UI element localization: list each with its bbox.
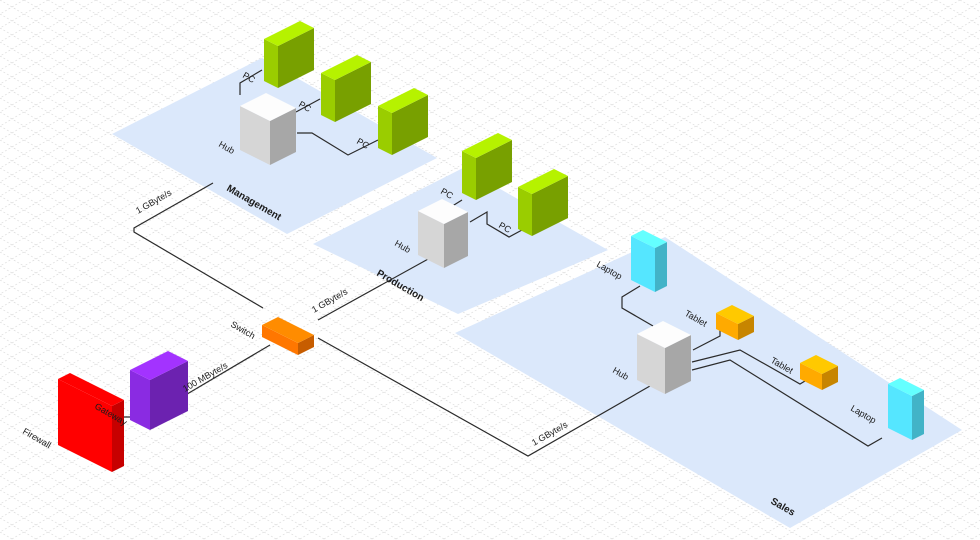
- firewall[interactable]: [58, 373, 124, 472]
- tablet-2[interactable]: [800, 355, 838, 390]
- pc-4[interactable]: [462, 133, 512, 200]
- pc-5[interactable]: [518, 169, 568, 236]
- hub-management[interactable]: [240, 93, 296, 165]
- laptop-1[interactable]: [631, 230, 667, 292]
- sales-zone: [455, 237, 962, 528]
- pc-1[interactable]: [264, 21, 314, 88]
- laptop-2[interactable]: [888, 378, 924, 440]
- pc-3[interactable]: [378, 88, 428, 155]
- tablet-1[interactable]: [716, 305, 754, 340]
- gateway[interactable]: [130, 351, 188, 430]
- pc-2[interactable]: [321, 55, 371, 122]
- switch[interactable]: [262, 317, 314, 355]
- hub-production[interactable]: [418, 199, 468, 268]
- hub-sales[interactable]: [637, 321, 691, 394]
